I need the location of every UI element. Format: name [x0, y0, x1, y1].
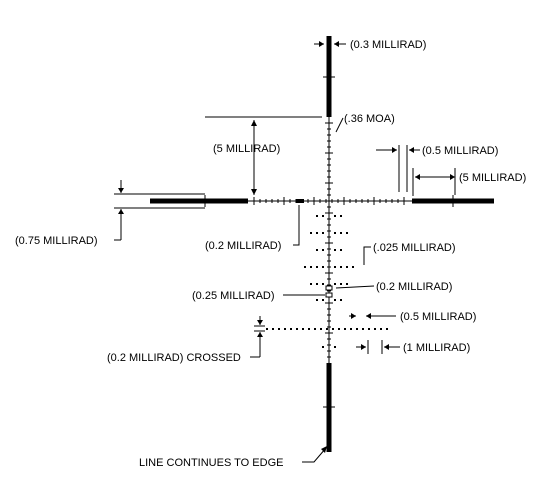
arrow-head: [251, 120, 257, 126]
arrow-head: [361, 344, 366, 350]
arrow-head: [409, 147, 414, 153]
horizontal-ticks: [253, 197, 405, 205]
reticle-dot: [310, 283, 312, 285]
reticle-dot: [374, 328, 376, 330]
reticle-dot: [290, 328, 292, 330]
label-center-dot: (0.2 MILLIRAD): [205, 240, 281, 252]
arrow-head: [384, 344, 389, 350]
lower-hash-mark: [325, 285, 333, 291]
arrow-head: [257, 320, 263, 325]
reticle-dot: [316, 249, 318, 251]
reticle-dot: [340, 249, 342, 251]
arrow-head: [392, 147, 397, 153]
arrow-head: [118, 188, 124, 193]
leader-hash: [335, 285, 375, 289]
label-half-milli-top: (0.5 MILLIRAD): [422, 145, 498, 157]
arrow-head: [351, 313, 356, 319]
reticle-dot: [340, 232, 342, 234]
arrow-head: [450, 174, 455, 180]
reticle-dot: [386, 328, 388, 330]
vertical-ticks: [325, 122, 333, 358]
reticle-dot: [322, 249, 324, 251]
reticle-dot: [334, 283, 336, 285]
reticle-dot: [266, 328, 268, 330]
reticle-dot: [340, 215, 342, 217]
reticle-dot: [314, 328, 316, 330]
reticle-dot: [316, 215, 318, 217]
reticle-dot: [344, 328, 346, 330]
leader-edge: [302, 447, 327, 463]
label-tick-moa: (.36 MOA): [344, 113, 395, 125]
reticle-dot: [334, 215, 336, 217]
reticle-dot: [322, 232, 324, 234]
arrow-head: [366, 313, 371, 319]
label-quarter-milli: (0.25 MILLIRAD): [192, 290, 275, 302]
label-five-milli-right: (5 MILLIRAD): [459, 172, 526, 184]
label-top-post-width: (0.3 MILLIRAD): [350, 39, 426, 51]
reticle-dot: [316, 283, 318, 285]
reticle-dot: [322, 299, 324, 301]
leader-center-dot: [293, 205, 300, 246]
label-one-milli: (1 MILLIRAD): [403, 342, 470, 354]
reticle-dot: [352, 266, 354, 268]
reticle-dot: [278, 328, 280, 330]
reticle-dot: [334, 232, 336, 234]
reticle-dot: [304, 266, 306, 268]
reticle-dot: [308, 328, 310, 330]
left-hash-mark: [296, 199, 304, 203]
reticle-dot: [316, 299, 318, 301]
arrow-head: [334, 41, 339, 47]
label-dot-size: (.025 MILLIRAD): [373, 242, 456, 254]
label-half-milli-dots: (0.5 MILLIRAD): [400, 311, 476, 323]
arrow-head: [321, 446, 327, 453]
arrow-head: [319, 41, 324, 47]
label-edge-note: LINE CONTINUES TO EDGE: [139, 457, 283, 469]
reticle-dot: [322, 346, 324, 348]
leader-dot-size: [363, 246, 371, 265]
label-post-thickness: (0.75 MILLIRAD): [15, 235, 98, 247]
reticle-dot: [334, 299, 336, 301]
reticle-dot: [322, 266, 324, 268]
arrow-head: [118, 209, 124, 214]
reticle-dot: [296, 328, 298, 330]
reticle-dot: [338, 328, 340, 330]
reticle-dot: [380, 328, 382, 330]
reticle-dot: [340, 266, 342, 268]
reticle-dot: [356, 328, 358, 330]
reticle-dot: [310, 232, 312, 234]
reticle-dot: [302, 328, 304, 330]
reticle-dot: [316, 266, 318, 268]
reticle-dot: [340, 299, 342, 301]
reticle-dot: [332, 328, 334, 330]
reticle-dot: [310, 266, 312, 268]
reticle-dot: [272, 328, 274, 330]
reticle-dot: [322, 283, 324, 285]
leader-moa: [335, 117, 344, 133]
label-hash-mark: (0.2 MILLIRAD): [376, 281, 452, 293]
reticle-dot: [334, 266, 336, 268]
reticle-dot: [320, 328, 322, 330]
reticle-dot: [284, 328, 286, 330]
arrow-head: [415, 174, 420, 180]
label-crossed: (0.2 MILLIRAD) CROSSED: [107, 352, 241, 364]
reticle-dot: [340, 283, 342, 285]
reticle-dot: [316, 232, 318, 234]
reticle-dot: [346, 232, 348, 234]
reticle-dot: [368, 328, 370, 330]
reticle-dot: [362, 328, 364, 330]
reticle-dot: [350, 328, 352, 330]
reticle-dot: [334, 249, 336, 251]
reticle-dot: [346, 266, 348, 268]
reticle-dot: [322, 215, 324, 217]
reticle-dot: [334, 346, 336, 348]
label-five-milli-left: (5 MILLIRAD): [213, 143, 280, 155]
reticle-dot: [346, 283, 348, 285]
lower-hash-mark-2: [325, 292, 333, 298]
arrow-head: [251, 189, 257, 195]
reticle-dot: [326, 328, 328, 330]
dot-grid: [266, 215, 388, 348]
arrow-head: [257, 332, 263, 337]
